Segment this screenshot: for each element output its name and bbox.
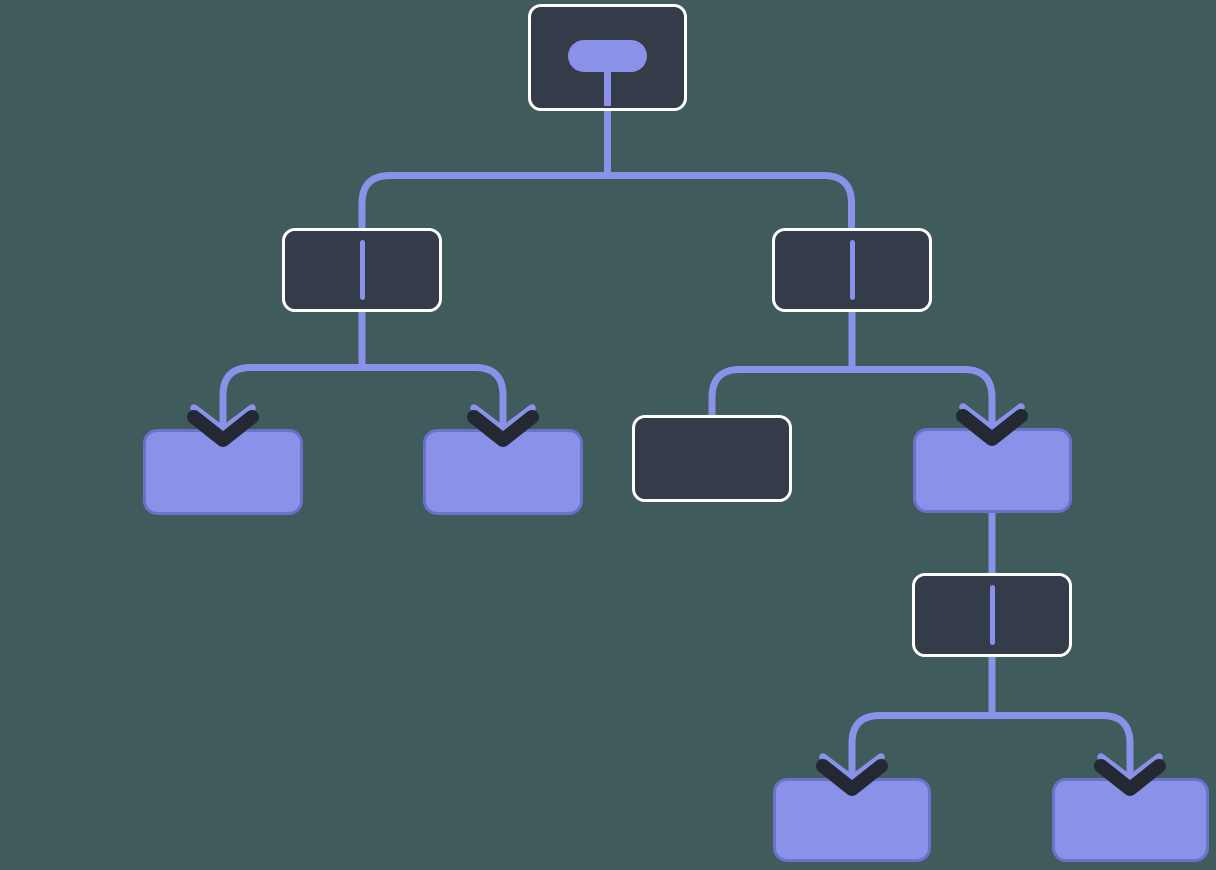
- branch-node-right[interactable]: [772, 228, 932, 312]
- edge-branch-left-to-leaves: [219, 364, 507, 434]
- branch-node-left[interactable]: [282, 228, 442, 312]
- leaf-node-left-2[interactable]: [423, 429, 583, 515]
- edge-pass-through-to-leaves: [848, 712, 1134, 783]
- pass-through-line-icon: [359, 240, 365, 300]
- edge-root-to-branches: [358, 172, 855, 234]
- root-node[interactable]: [528, 4, 687, 111]
- pass-through-node-right[interactable]: [912, 573, 1072, 657]
- root-pill-icon: [568, 40, 647, 72]
- edge-branch-right-to-children: [708, 366, 996, 433]
- mid-right-node[interactable]: [913, 428, 1072, 513]
- leaf-node-left-1[interactable]: [143, 429, 303, 515]
- pass-through-line-icon: [849, 240, 855, 300]
- root-stem-icon: [604, 68, 611, 106]
- plain-dark-node[interactable]: [632, 415, 792, 502]
- leaf-node-bottom-1[interactable]: [773, 778, 931, 862]
- leaf-node-bottom-2[interactable]: [1052, 778, 1209, 862]
- pass-through-line-icon: [989, 585, 995, 645]
